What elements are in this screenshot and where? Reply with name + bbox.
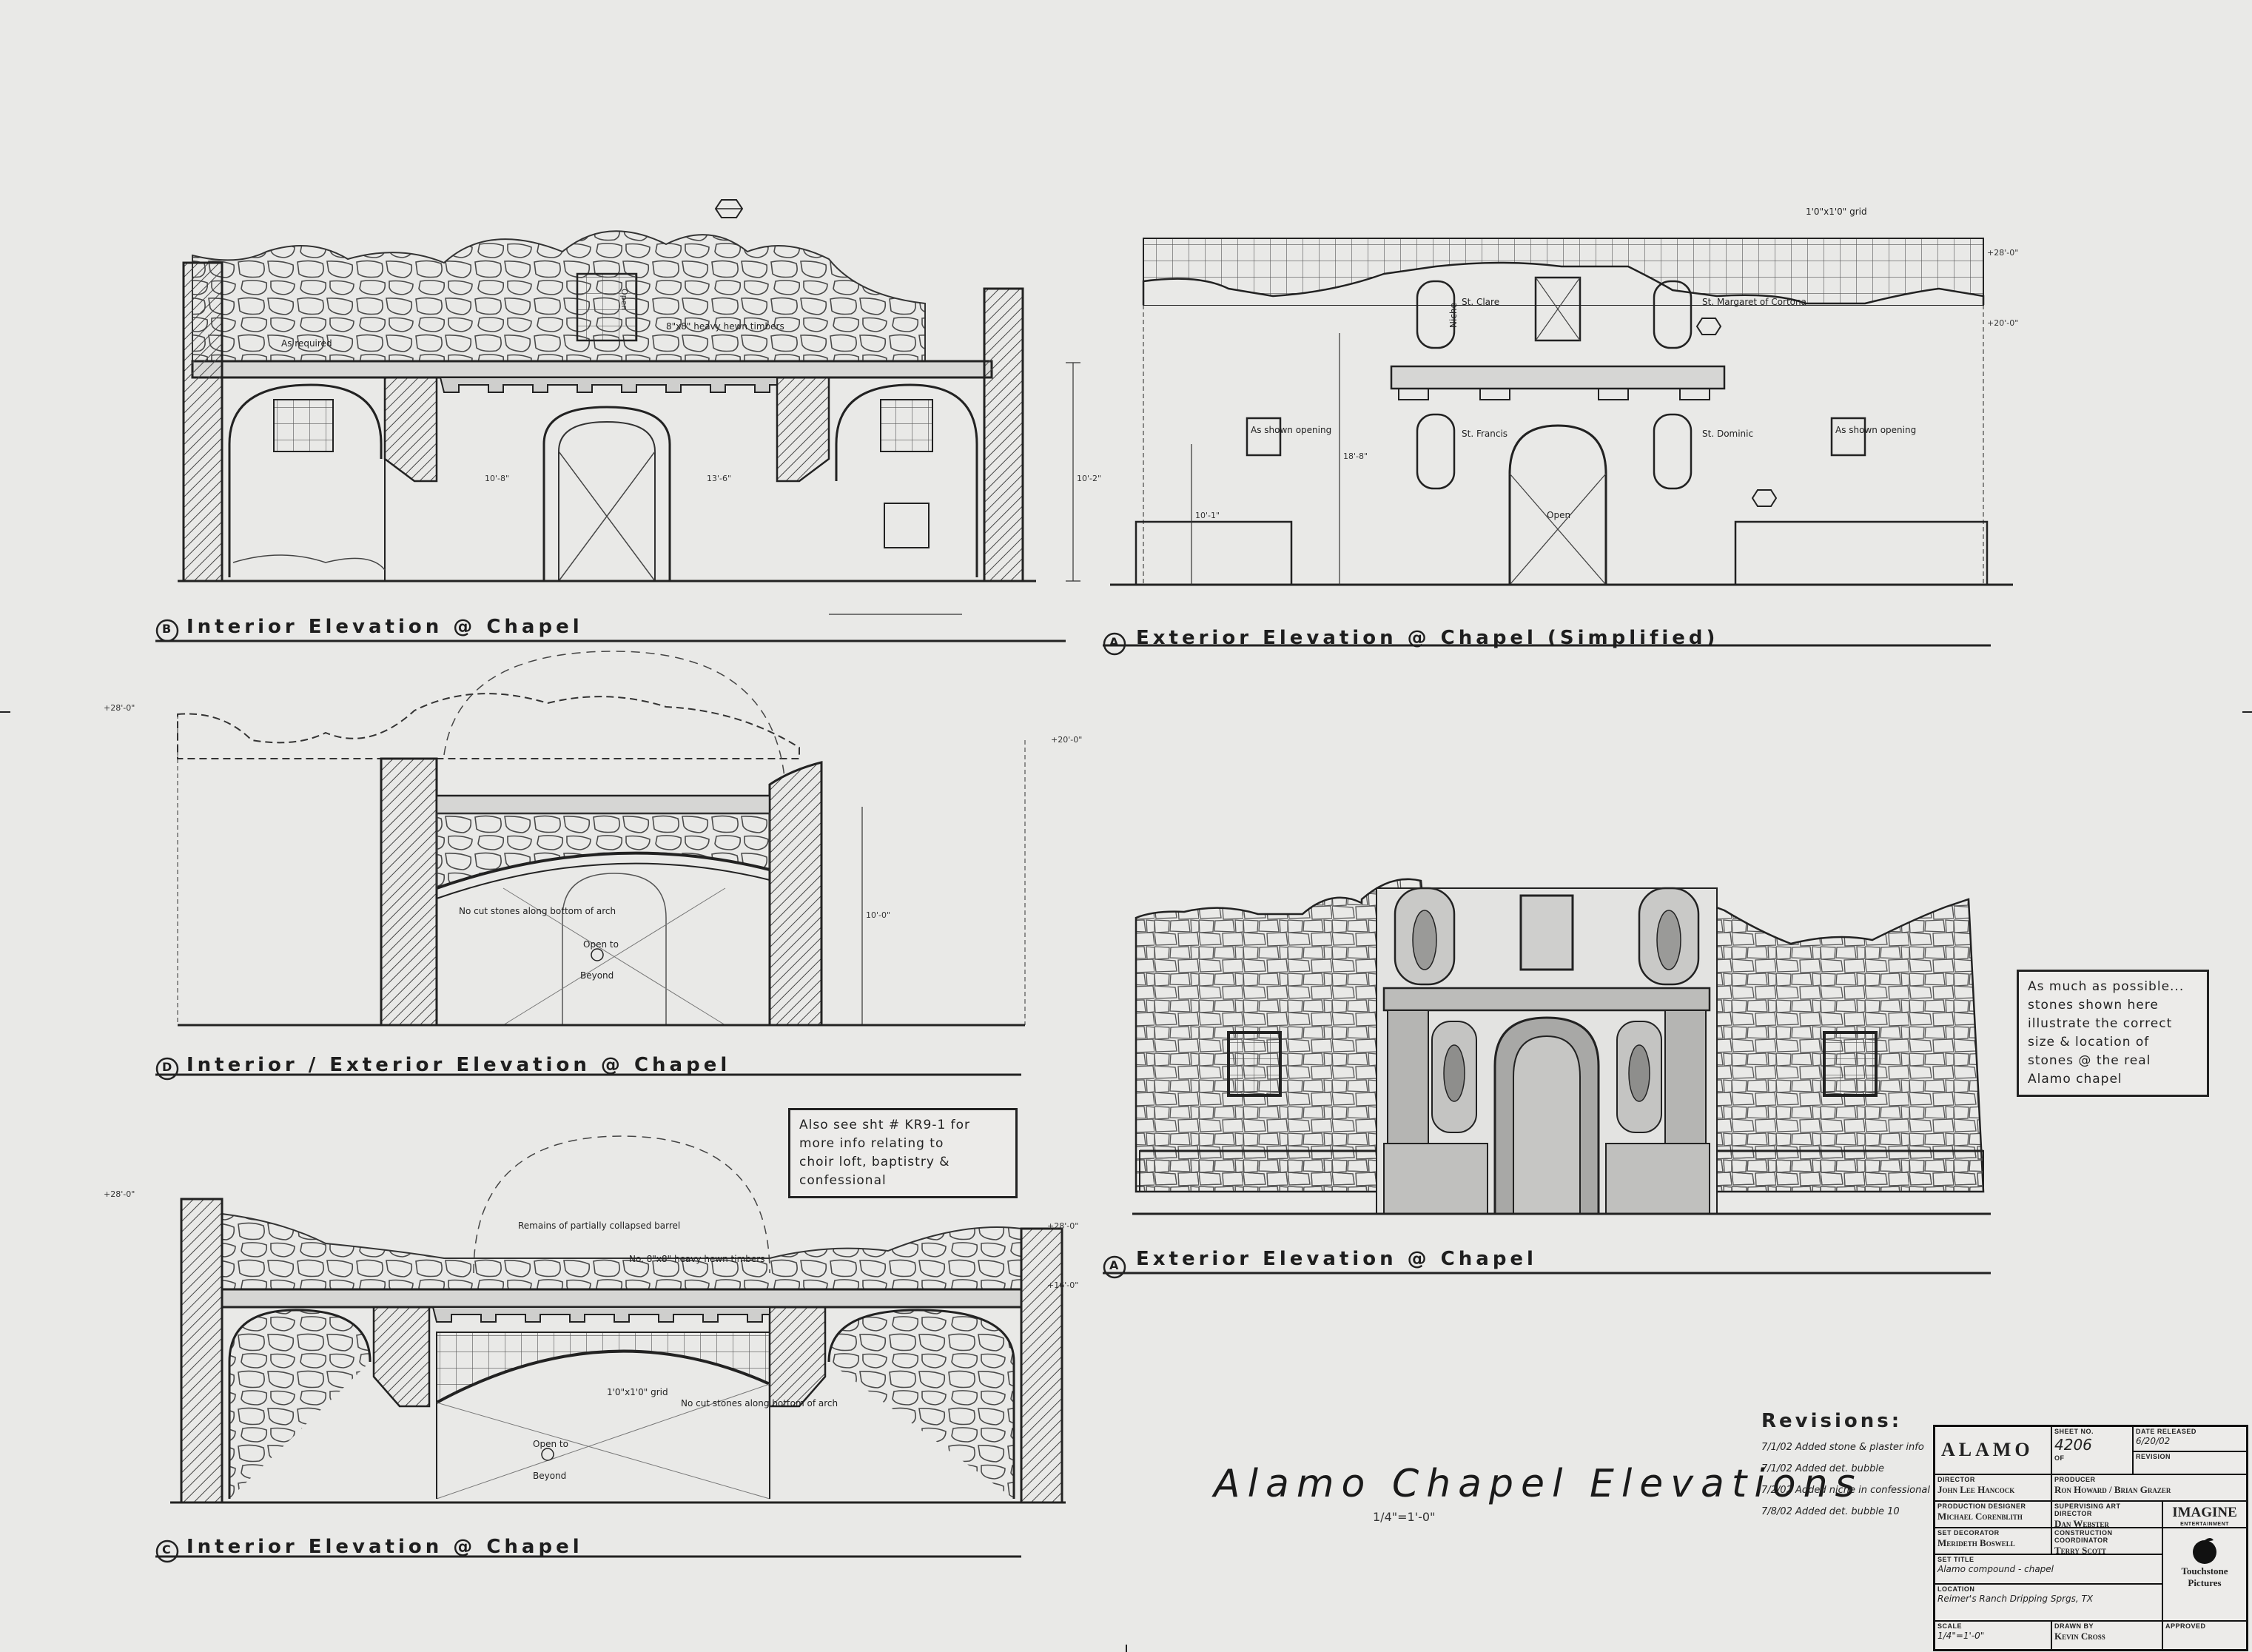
- revisions-block: Revisions: 7/1/02 Added stone & plaster …: [1761, 1410, 1939, 1518]
- tb-director: DIRECTOR John Lee Hancock: [1935, 1475, 2052, 1502]
- revision-item: 7/8/02 Added det. bubble 10: [1761, 1506, 1900, 1517]
- svg-text:18'-8": 18'-8": [1343, 451, 1368, 461]
- saint-4: St. Dominic: [1702, 429, 1753, 439]
- sheet-number: 4206: [2054, 1436, 2092, 1454]
- tb-location: LOCATION Reimer's Ranch Dripping Sprgs, …: [1935, 1585, 2163, 1622]
- marker-c: C: [162, 1542, 171, 1557]
- drawing-c-interior-elevation: Open to Beyond Remains of partially coll…: [104, 1135, 1078, 1563]
- marker-a2: A: [1109, 1258, 1119, 1272]
- production-name: ALAMO: [1941, 1439, 2034, 1460]
- sheet-scale: 1/4"=1'-0": [1373, 1510, 1436, 1524]
- note-see-sheet: Also see sht # KR9-1 for more info relat…: [788, 1108, 1018, 1198]
- note-remains-c: Remains of partially collapsed barrel: [518, 1220, 680, 1231]
- svg-text:+28'-0": +28'-0": [1987, 248, 2018, 258]
- note-timbers-b: 8"x8" heavy hewn timbers: [666, 321, 784, 332]
- section-marker-icon: [155, 1539, 179, 1563]
- saint-1: St. Clare: [1462, 297, 1499, 307]
- svg-text:+20'-0": +20'-0": [1051, 735, 1082, 745]
- tb-supervising-ad: SUPERVISING ART DIRECTOR Dan Webster: [2052, 1502, 2163, 1528]
- revision-item: 7/1/02 Added det. bubble: [1761, 1463, 1884, 1474]
- drawing-a2-exterior-elevation: [1103, 878, 1991, 1279]
- tb-production: ALAMO: [1935, 1427, 2052, 1475]
- drawing-d-interior-exterior: Open to Beyond No cut stones along botto…: [104, 651, 1082, 1081]
- tb-construction: CONSTRUCTION COORDINATOR Terry Scott: [2052, 1528, 2163, 1555]
- beyond-c: Beyond: [533, 1471, 566, 1481]
- tb-approved: APPROVED: [2165, 1622, 2206, 1630]
- title-drawing-a2: Exterior Elevation @ Chapel: [1136, 1248, 1537, 1270]
- revision-item: 7/1/02 Added stone & plaster info: [1761, 1442, 1924, 1453]
- tb-producer: PRODUCER Ron Howard / Brian Grazer: [2052, 1475, 2246, 1502]
- section-marker-icon: [1103, 632, 1126, 656]
- note-stones-d: No cut stones along bottom of arch: [459, 906, 616, 916]
- svg-text:10'-8": 10'-8": [485, 474, 509, 483]
- drawing-a1-exterior-simplified: As shown opening As shown opening St. Cl…: [1103, 206, 2018, 656]
- tb-sheet-no: SHEET NO. 4206 OF: [2052, 1427, 2134, 1475]
- note-stones-real: As much as possible... stones shown here…: [2017, 970, 2209, 1097]
- note-timbers-c: No. 8"x8" heavy hewn timbers: [629, 1254, 764, 1264]
- beyond-d: Beyond: [580, 970, 614, 981]
- svg-text:10'-2": 10'-2": [1077, 474, 1101, 483]
- title-drawing-d: Interior / Exterior Elevation @ Chapel: [186, 1054, 731, 1076]
- niche-label: Niche: [1448, 303, 1459, 328]
- tb-scale: SCALE 1/4"=1'-0": [1935, 1622, 2052, 1649]
- revisions-heading: Revisions:: [1761, 1410, 1903, 1432]
- tb-revision: REVISION: [2134, 1452, 2246, 1475]
- revision-item: 7/2/02 Added niche in confessional: [1761, 1485, 1930, 1496]
- svg-text:13'-6": 13'-6": [707, 474, 731, 483]
- title-drawing-c: Interior Elevation @ Chapel: [186, 1536, 583, 1558]
- label-open-a1: Open: [1547, 510, 1570, 520]
- note-opening-right: As shown opening: [1835, 425, 1916, 435]
- tb-drawn-by: DRAWN BY Kevin Cross: [2052, 1622, 2163, 1649]
- tb-set-title: SET TITLE Alamo compound - chapel: [1935, 1555, 2163, 1585]
- detail-bubble-icon: [1695, 318, 1778, 507]
- saint-2: St. Margaret of Cortona: [1702, 297, 1806, 307]
- saint-3: St. Francis: [1462, 429, 1508, 439]
- svg-text:10'-0": 10'-0": [866, 910, 890, 920]
- tb-logo-imagine: IMAGINE ENTERTAINMENT: [2163, 1502, 2246, 1528]
- open-to-c: Open to: [533, 1439, 568, 1449]
- marker-d: D: [162, 1060, 172, 1074]
- note-opening-left: As shown opening: [1251, 425, 1331, 435]
- note-required-b: As required: [281, 338, 332, 349]
- detail-bubble-icon: [714, 199, 744, 218]
- section-marker-icon: [155, 1057, 179, 1081]
- svg-text:10'-1": 10'-1": [1195, 511, 1220, 520]
- section-marker-icon: [155, 619, 179, 642]
- tb-set-decorator: SET DECORATOR Merideth Boswell: [1935, 1528, 2052, 1555]
- grid-c: 1'0"x1'0" grid: [607, 1387, 668, 1397]
- date-released: 6/20/02: [2136, 1436, 2171, 1446]
- svg-text:+20'-0": +20'-0": [1987, 318, 2018, 328]
- title-block: ALAMO SHEET NO. 4206 OF DATE RELEASED 6/…: [1933, 1425, 2248, 1651]
- open-to-d: Open to: [583, 939, 619, 950]
- grid-note: 1'0"x1'0" grid: [1806, 206, 1867, 217]
- svg-text:+28'-0": +28'-0": [104, 703, 135, 713]
- title-drawing-a1: Exterior Elevation @ Chapel (Simplified): [1136, 627, 1719, 649]
- touchstone-logo-icon: [2193, 1538, 2216, 1564]
- marker-a1: A: [1109, 635, 1119, 649]
- note-stones-c: No cut stones along bottom of arch: [681, 1398, 838, 1408]
- title-drawing-b: Interior Elevation @ Chapel: [186, 616, 583, 638]
- label-open-b: Open: [619, 289, 629, 310]
- marker-b: B: [162, 622, 172, 636]
- drawing-b-interior-elevation: 10'-2" 13'-6" 10'-8" Open 8"x8" heavy he…: [155, 199, 1101, 642]
- svg-text:+28'-0": +28'-0": [1047, 1221, 1078, 1231]
- svg-text:+16'-0": +16'-0": [1047, 1280, 1078, 1290]
- svg-text:+28'-0": +28'-0": [104, 1189, 135, 1199]
- section-marker-icon: [1103, 1255, 1126, 1279]
- tb-date-released: DATE RELEASED 6/20/02: [2134, 1427, 2246, 1452]
- tb-prod-designer: PRODUCTION DESIGNER Michael Corenblith: [1935, 1502, 2052, 1528]
- sheet-title: Alamo Chapel Elevations: [1214, 1462, 1863, 1506]
- tb-logo-touchstone: Touchstone Pictures: [2163, 1528, 2246, 1622]
